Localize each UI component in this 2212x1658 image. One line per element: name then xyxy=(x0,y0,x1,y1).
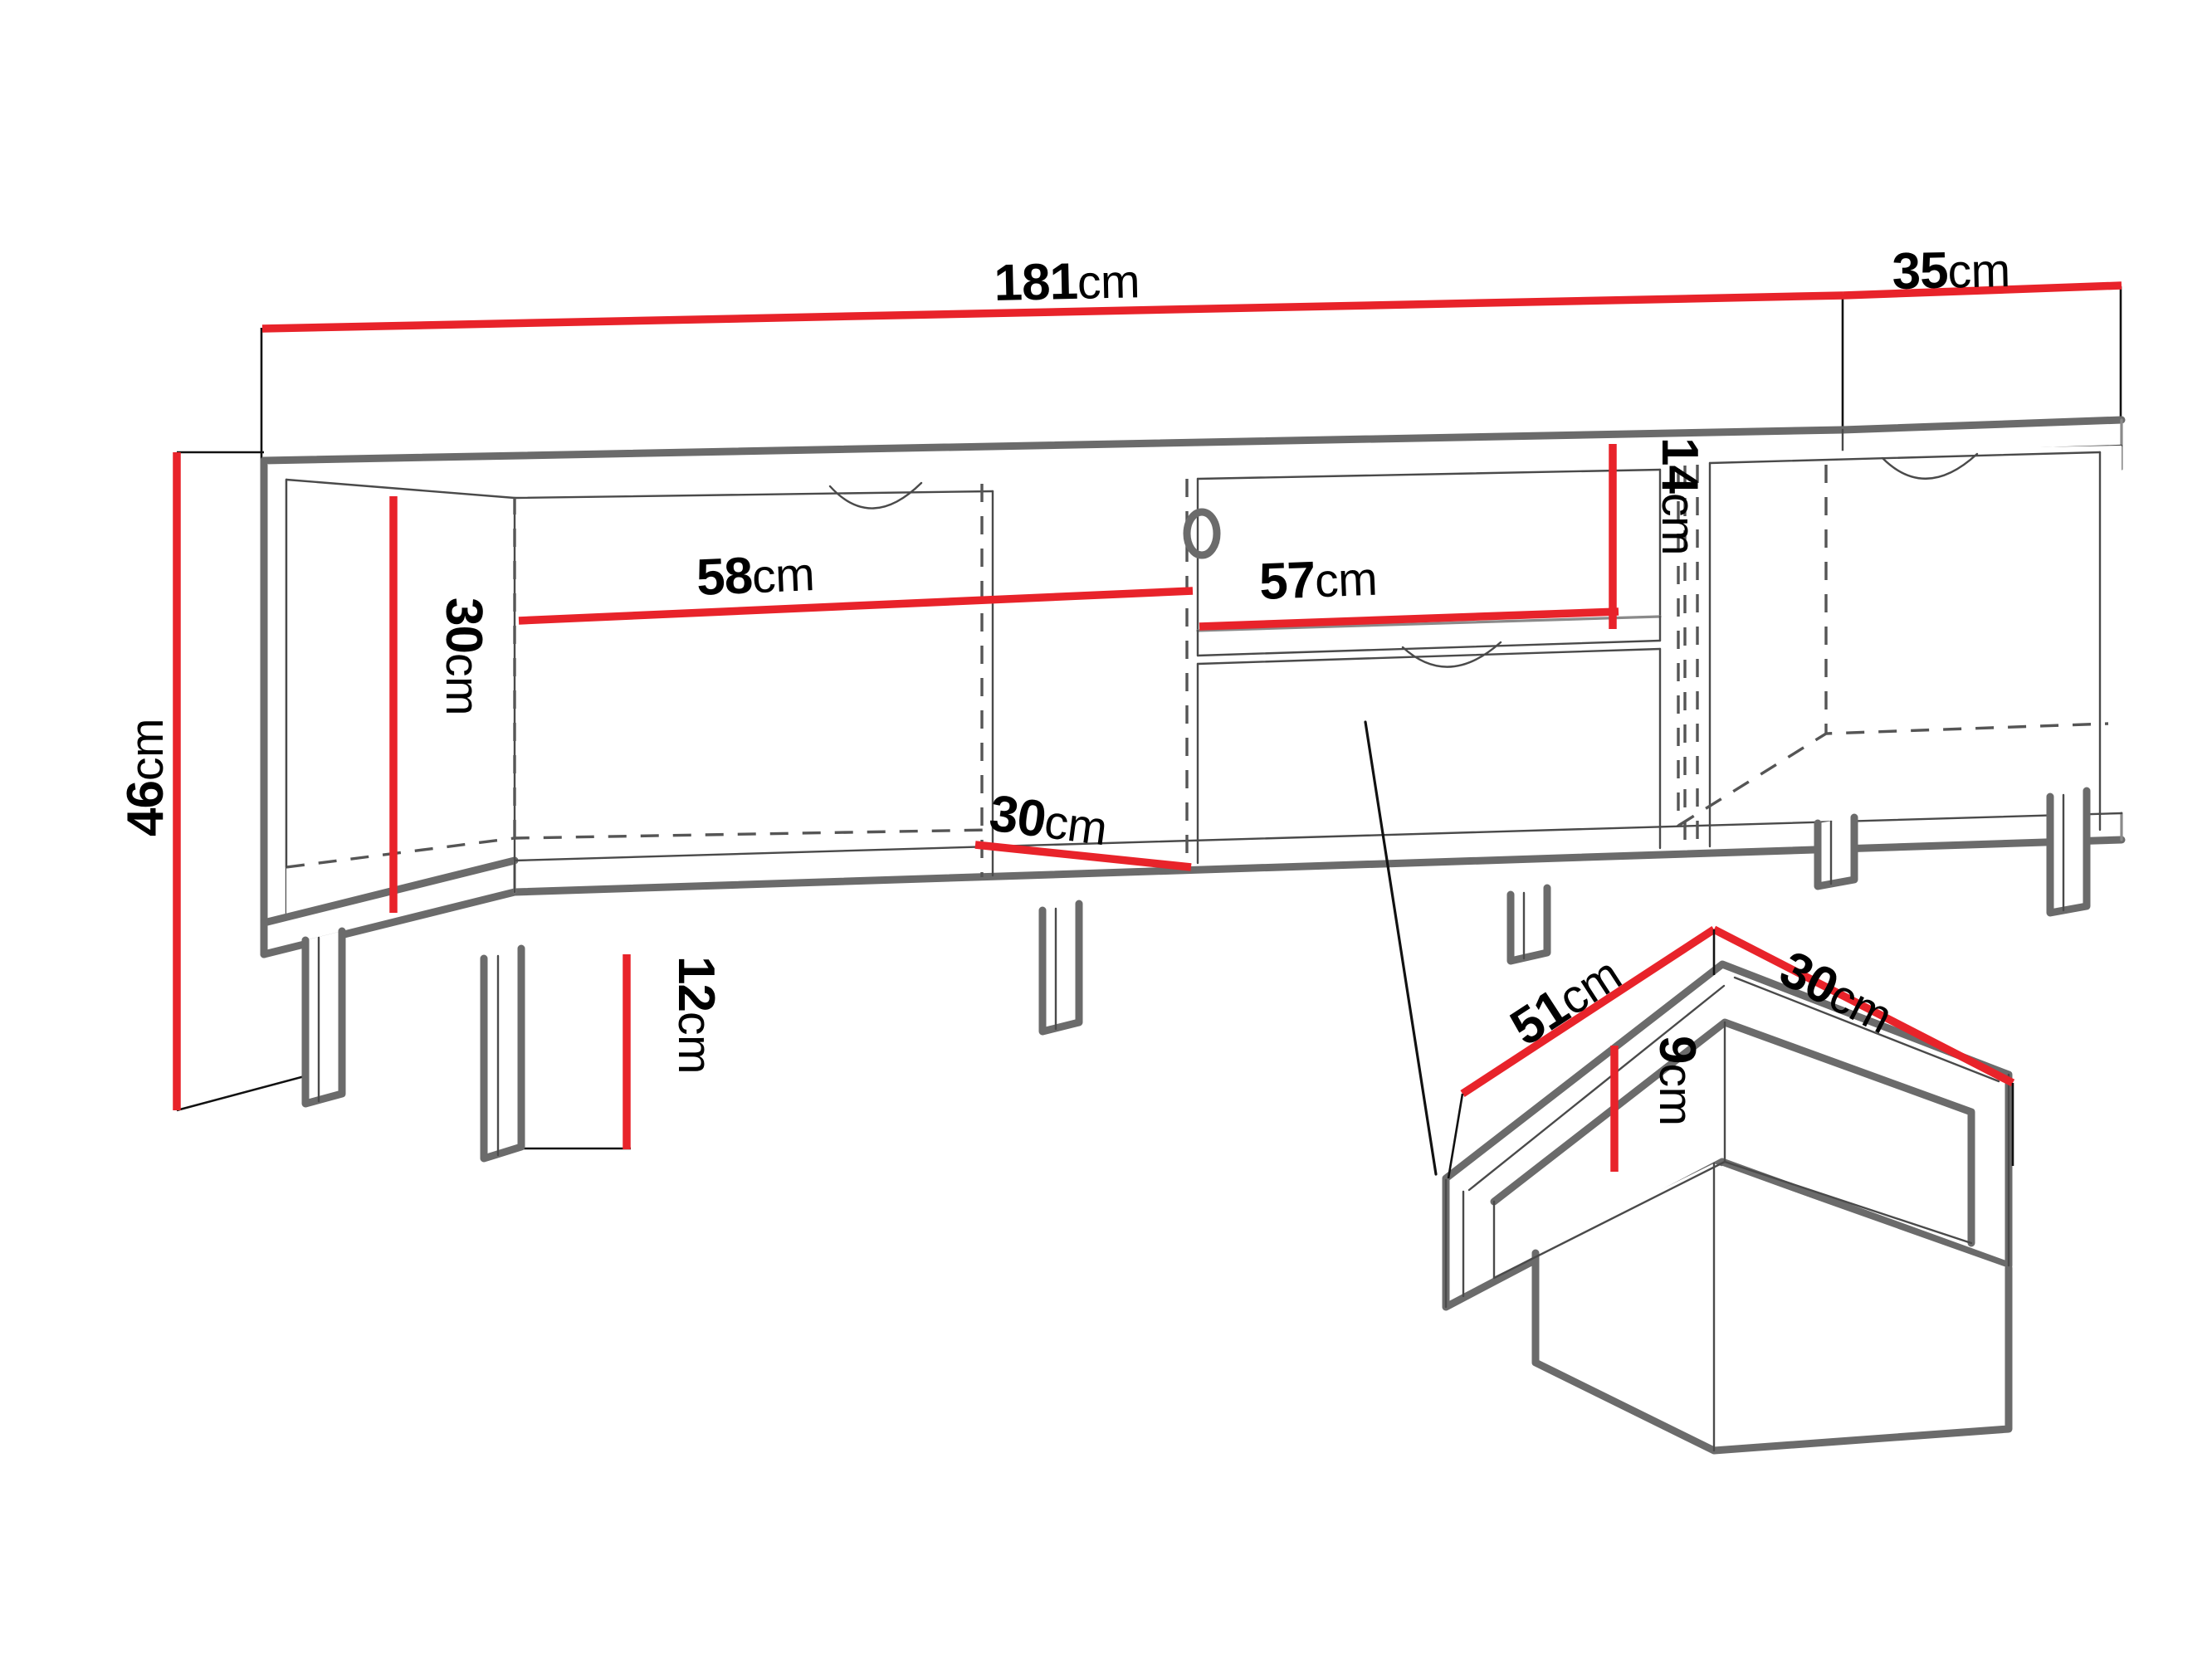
label-46-number: 46 xyxy=(117,781,174,836)
label-9-unit: cm xyxy=(1649,1063,1702,1125)
label-57-number: 57 xyxy=(1258,551,1316,611)
left-open-compartment xyxy=(285,478,994,894)
svg-text:181cm: 181cm xyxy=(994,251,1140,312)
label-14cm: 14cm xyxy=(1651,437,1708,555)
drawer-exploded-detail xyxy=(1442,960,2013,1455)
label-30d-number: 30 xyxy=(986,784,1048,848)
label-35cm: 35cm xyxy=(1892,241,2010,300)
label-58cm: 58cm xyxy=(696,544,816,607)
svg-text:12cm: 12cm xyxy=(667,956,725,1074)
middle-drawer-unit xyxy=(1183,468,1662,865)
svg-text:58cm: 58cm xyxy=(696,544,816,607)
svg-text:46cm: 46cm xyxy=(117,719,174,836)
label-12-number: 12 xyxy=(667,956,725,1012)
dimension-labels: 181cm 35cm 46cm 30cm 58cm xyxy=(117,241,2010,1126)
label-14-number: 14 xyxy=(1651,437,1708,494)
dimension-lines xyxy=(173,281,2122,1172)
label-12-unit: cm xyxy=(668,1012,721,1074)
cabinet-front-face xyxy=(286,446,2122,929)
dim-line-30-drawer xyxy=(1711,925,2015,1087)
cabinet-legs xyxy=(301,787,2091,1163)
drawer-detail-leader-line xyxy=(1364,720,1438,1176)
drawer-extension-lines xyxy=(1447,929,2014,1179)
label-58-unit: cm xyxy=(751,548,816,603)
label-35-unit: cm xyxy=(1947,244,2010,299)
leg-3 xyxy=(1038,900,1083,1036)
svg-text:14cm: 14cm xyxy=(1651,437,1708,555)
label-57cm: 57cm xyxy=(1258,549,1378,611)
leg-5 xyxy=(1814,813,1858,890)
label-30cm-depth: 30cm xyxy=(986,784,1111,856)
leg-2 xyxy=(480,944,525,1163)
label-46-unit: cm xyxy=(120,719,173,781)
label-181-number: 181 xyxy=(994,253,1078,312)
label-9cm: 9cm xyxy=(1648,1036,1706,1125)
leg-4 xyxy=(1506,884,1551,965)
label-46cm: 46cm xyxy=(117,719,174,836)
dim-line-57 xyxy=(1199,607,1619,631)
leg-1 xyxy=(301,927,346,1108)
label-30h-unit: cm xyxy=(436,653,489,715)
dim-line-58 xyxy=(518,587,1194,625)
svg-text:35cm: 35cm xyxy=(1892,241,2010,300)
label-12cm: 12cm xyxy=(667,956,725,1074)
leg-6 xyxy=(2046,787,2091,917)
label-30cm-height: 30cm xyxy=(435,597,492,715)
right-open-compartment xyxy=(1677,451,2109,848)
label-30d-unit: cm xyxy=(1042,795,1111,856)
label-181-unit: cm xyxy=(1077,255,1140,310)
svg-text:30cm: 30cm xyxy=(435,597,492,715)
svg-text:9cm: 9cm xyxy=(1648,1036,1706,1125)
label-9-number: 9 xyxy=(1648,1036,1706,1063)
dim-line-30-depth xyxy=(974,841,1192,871)
svg-text:30cm: 30cm xyxy=(986,784,1111,856)
dim-line-51 xyxy=(1460,926,1716,1097)
svg-text:57cm: 57cm xyxy=(1258,549,1378,611)
cabinet-left-side-panel xyxy=(260,456,288,931)
label-30cm-drawer: 30cm xyxy=(1771,940,1902,1045)
label-58-number: 58 xyxy=(696,547,754,607)
label-181cm: 181cm xyxy=(994,251,1140,312)
label-57-unit: cm xyxy=(1314,553,1378,608)
label-14-unit: cm xyxy=(1652,493,1705,555)
label-35-number: 35 xyxy=(1892,242,1948,300)
svg-text:30cm: 30cm xyxy=(1771,940,1902,1045)
label-30h-number: 30 xyxy=(435,597,492,653)
tv-cabinet-isometric xyxy=(260,416,2126,1163)
dim-line-181 xyxy=(261,291,1844,333)
dim-line-35 xyxy=(1843,281,2122,300)
